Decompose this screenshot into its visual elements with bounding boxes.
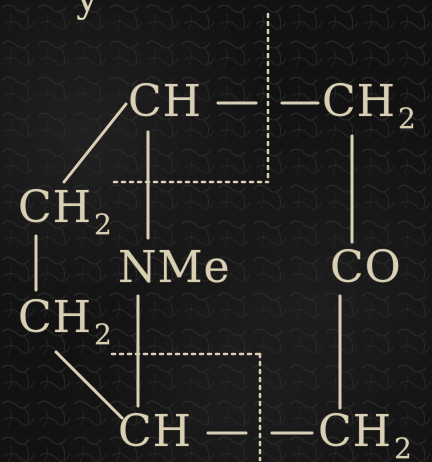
atom-nme: NMe — [118, 242, 231, 293]
atom-co: CO — [330, 242, 402, 293]
cropped-text-fragment: y — [76, 0, 99, 18]
atom-ch2-top: CH2 — [322, 76, 417, 135]
atom-ch2-bottom: CH2 — [318, 406, 413, 462]
atom-ch2-left-lower: CH2 — [18, 292, 113, 351]
atom-ch-top: CH — [128, 76, 203, 127]
atom-ch-bottom: CH — [118, 406, 193, 457]
atom-ch2-left-upper: CH2 — [18, 182, 113, 241]
bond-ch2-lower-to-ch-bottom — [54, 350, 124, 420]
bond-ch-top-to-ch2-upper — [62, 102, 128, 184]
